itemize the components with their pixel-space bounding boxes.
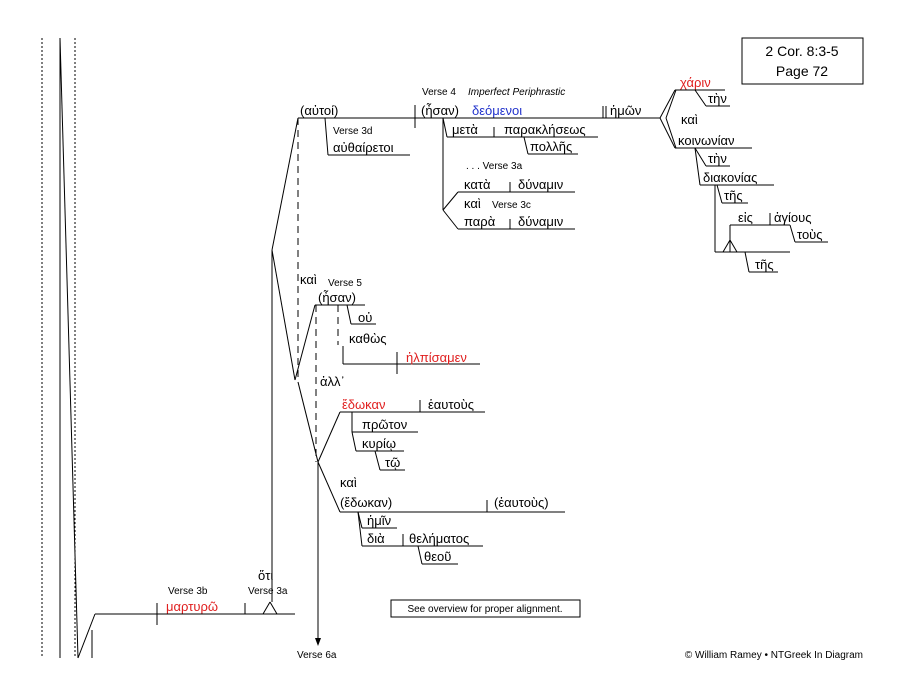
word-tes-2: τῆς [755,257,774,272]
verse4-clause: (αὐτοί) Verse 4 Imperfect Periphrastic (… [298,87,660,128]
word-esan-2: (ἦσαν) [318,290,356,305]
word-hoti: ὅτι [258,568,273,583]
word-thelematos: θελήματος [409,531,469,546]
word-theou: θεοῦ [424,549,451,564]
verse5-group: καὶ Verse 5 (ἦσαν) οὐ καθὼς ἠλπίσαμεν [294,272,480,381]
alignment-note: See overview for proper alignment. [407,604,562,615]
copyright: © William Ramey • NTGreek In Diagram [685,650,863,661]
label-verse3a-bottom: Verse 3a [248,586,288,597]
word-tous: τοὺς [797,227,823,242]
word-authairetoi: αὐθαίρετοι [333,140,394,155]
label-verse4: Verse 4 [422,87,456,98]
word-koinonian: κοινωνίαν [678,133,735,148]
word-to: τῷ [385,455,400,470]
word-deomenoi: δεόμενοι [472,103,522,118]
word-kai-3: καὶ [300,272,317,287]
label-verse3c: Verse 3c [492,200,531,211]
word-hemon: ἡμῶν [610,103,641,118]
word-dia: διὰ [367,531,385,546]
verse3d-group: Verse 3d αὐθαίρετοι [324,117,410,156]
reference-box: 2 Cor. 8:3-5 Page 72 [741,37,864,85]
word-dunamin-2: δύναμιν [518,214,563,229]
label-verse3d: Verse 3d [333,126,372,137]
main-baseline: Verse 3b μαρτυρῶ ὅτι Verse 3a [77,568,295,659]
word-elpisamen: ἠλπίσαμεν [406,350,467,365]
word-charin: χάριν [680,75,711,90]
label-verse5: Verse 5 [328,278,362,289]
note-box: See overview for proper alignment. [390,599,581,618]
word-kai-1: καὶ [681,112,698,127]
word-meta: μετὰ [452,122,478,137]
word-kai-4: καὶ [340,475,357,490]
edokan2-clause: καὶ (ἔδωκαν) (ἑαυτοὺς) ἡμῖν διὰ θελήματο… [340,475,565,565]
left-margin-decoration [41,37,79,659]
label-verse3b: Verse 3b [168,586,208,597]
word-proton: πρῶτον [362,417,407,432]
word-heautous-1: ἑαυτοὺς [428,397,474,412]
label-verse3a-top: . . . Verse 3a [466,161,523,172]
word-kata: κατὰ [464,177,491,192]
word-esan-1: (ἦσαν) [421,103,459,118]
word-all: ἀλλ᾽ [320,374,345,389]
reference-line-1: 2 Cor. 8:3-5 [765,43,838,59]
word-ten-2: τὴν [708,151,727,166]
word-ten-1: τὴν [708,91,727,106]
word-hagious: ἁγίους [774,210,812,225]
edokan-clause: ἔδωκαν ἑαυτοὺς πρῶτον κυρίῳ τῷ [340,397,485,471]
word-edokan: ἔδωκαν [342,397,386,412]
word-kai-2: καὶ [464,196,481,211]
word-eis: εἰς [738,210,753,225]
object-compound: χάριν τὴν καὶ κοινωνίαν τὴν διακονίας τῆ… [659,75,828,273]
word-kathos: καθὼς [349,331,387,346]
verse3-modifiers: μετὰ παρακλήσεως πολλῆς . . . Verse 3a κ… [442,117,598,230]
hoti-trunk [271,117,299,602]
word-ou: οὐ [358,310,372,325]
word-polles: πολλῆς [530,139,572,154]
word-para: παρὰ [464,214,496,229]
label-verse4-desc: Imperfect Periphrastic [468,87,565,98]
alla-group: ἀλλ᾽ [297,305,345,646]
word-paraklesews: παρακλήσεως [504,122,586,137]
word-hemin: ἡμῖν [367,513,391,528]
word-autoi: (αὐτοί) [300,103,338,118]
label-verse6a: Verse 6a [297,650,337,661]
word-kurio: κυρίῳ [362,436,396,451]
word-tes-1: τῆς [724,188,743,203]
word-diakonias: διακονίας [703,170,757,185]
word-edokan-2: (ἔδωκαν) [340,495,392,510]
word-martyro: μαρτυρῶ [166,599,218,614]
word-heautous-2: (ἑαυτοὺς) [494,495,549,510]
word-dunamin-1: δύναμιν [518,177,563,192]
reference-line-2: Page 72 [776,63,828,79]
